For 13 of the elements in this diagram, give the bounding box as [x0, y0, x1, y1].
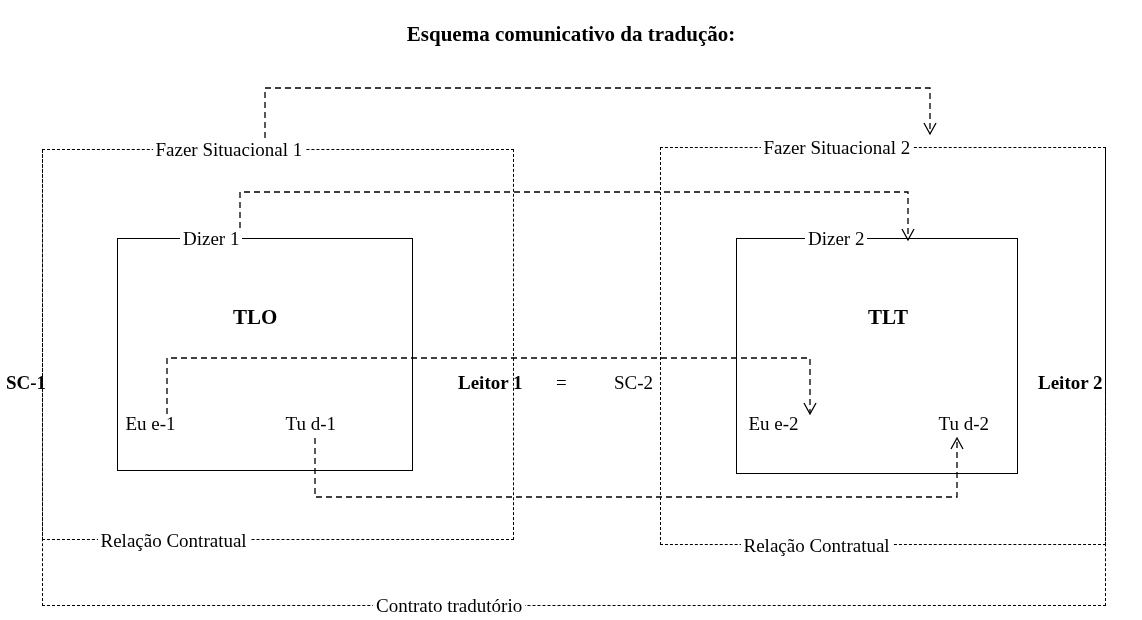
- frame-label: Eu e-2: [748, 412, 799, 435]
- frame-label: Tu d-2: [938, 412, 989, 435]
- side-label: =: [556, 372, 567, 394]
- side-label: Leitor 1: [458, 372, 523, 394]
- dashed-arrow: [264, 87, 937, 139]
- frame-label: Eu e-1: [125, 412, 176, 435]
- side-label: Leitor 2: [1038, 372, 1103, 394]
- dashed-arrow: [314, 437, 964, 498]
- side-label: SC-2: [614, 372, 654, 394]
- frame-label: Tu d-1: [285, 412, 336, 435]
- diagram-title: Esquema comunicativo da tradução:: [405, 22, 737, 47]
- dashed-arrow: [166, 357, 817, 415]
- dashed-arrow: [239, 191, 915, 241]
